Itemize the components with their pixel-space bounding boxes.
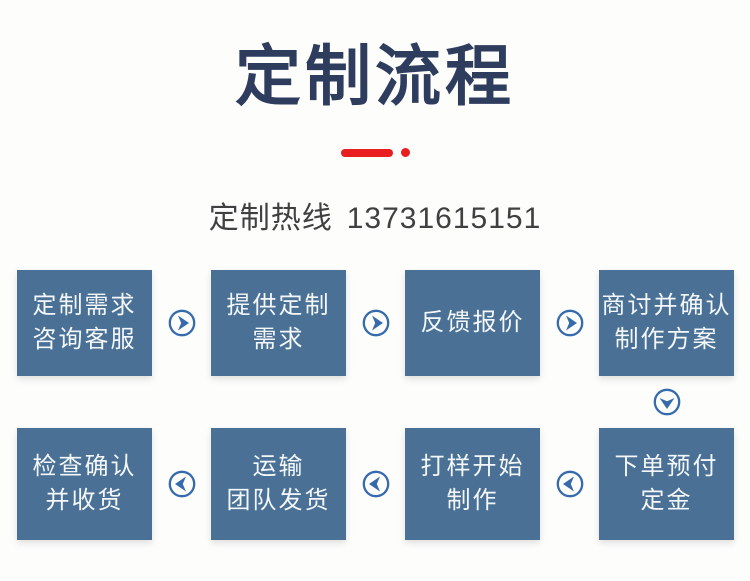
hotline-number: 13731615151 <box>346 202 542 235</box>
flow-step-box: 打样开始 制作 <box>405 428 540 540</box>
arrow-right-icon <box>152 309 211 337</box>
title-divider <box>0 148 750 157</box>
flow-step-label: 并收货 <box>45 487 124 514</box>
flow-step-label: 定制需求 <box>32 292 137 319</box>
flow-row-1: 定制需求 咨询客服 提供定制 需求 反馈报价 <box>17 270 734 376</box>
flow-step-label: 检查确认 <box>32 453 137 480</box>
flow-step-label: 打样开始 <box>420 453 525 480</box>
flow-step-label: 团队发货 <box>226 487 331 514</box>
flow-step-box: 运输 团队发货 <box>211 428 346 540</box>
flow-row-2: 检查确认 并收货 运输 团队发货 打样开始 <box>17 428 734 540</box>
flow-step-label: 提供定制 <box>226 292 331 319</box>
flow-step-box: 反馈报价 <box>405 270 540 376</box>
flow-step-box: 下单预付 定金 <box>599 428 734 540</box>
page-title: 定制流程 <box>235 39 515 113</box>
flow-step-box: 提供定制 需求 <box>211 270 346 376</box>
arrow-down-icon <box>599 376 734 428</box>
flow-step-box: 定制需求 咨询客服 <box>17 270 152 376</box>
arrow-left-icon <box>540 470 599 498</box>
flow-connector <box>17 376 734 428</box>
flow-step-label: 反馈报价 <box>420 309 525 336</box>
flow-step-box: 商讨并确认 制作方案 <box>599 270 734 376</box>
flow-step-label: 制作方案 <box>614 326 719 353</box>
hotline: 定制热线 13731615151 <box>0 203 750 235</box>
arrow-right-icon <box>540 309 599 337</box>
arrow-left-icon <box>346 470 405 498</box>
arrow-left-icon <box>152 470 211 498</box>
flow-step-label: 制作 <box>446 487 499 514</box>
flow-step-label: 运输 <box>252 453 305 480</box>
flow-step-label: 咨询客服 <box>32 326 137 353</box>
hotline-label: 定制热线 <box>208 202 333 235</box>
divider-dot <box>400 148 410 157</box>
flow-step-label: 下单预付 <box>614 453 719 480</box>
flow-step-label: 需求 <box>252 326 305 353</box>
flow-step-label: 定金 <box>640 487 693 514</box>
arrow-right-icon <box>346 309 405 337</box>
flow-step-label: 商讨并确认 <box>601 292 732 319</box>
flow-step-box: 检查确认 并收货 <box>17 428 152 540</box>
process-flow: 定制需求 咨询客服 提供定制 需求 反馈报价 <box>17 270 734 540</box>
divider-bar <box>340 148 393 157</box>
